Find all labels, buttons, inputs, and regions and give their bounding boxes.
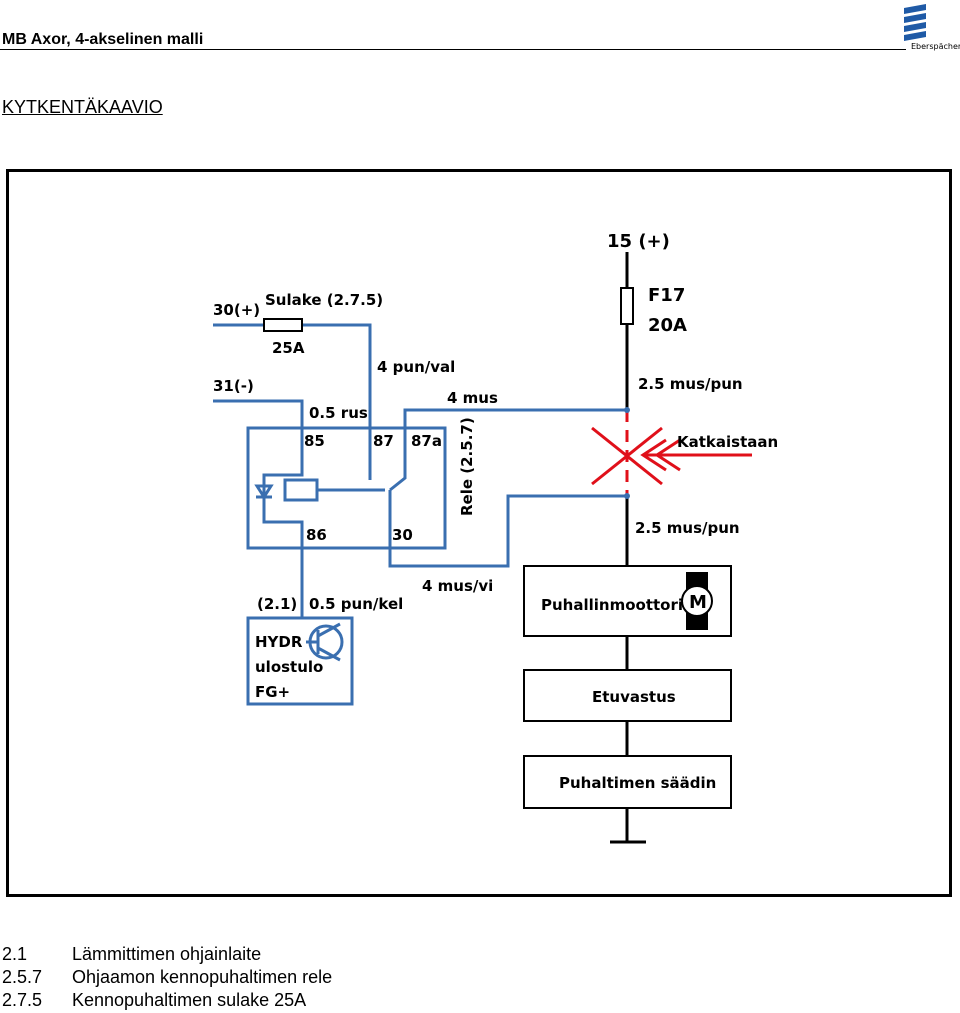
label-ground-31: 31(-) [213, 377, 254, 395]
cut-marker [591, 410, 752, 496]
motor-box-label: Puhallinmoottori [541, 596, 683, 614]
legend-row: 2.7.5 Kennopuhaltimen sulake 25A [2, 990, 306, 1011]
wire-4punval [302, 323, 372, 452]
legend-row: 2.1 Lämmittimen ohjainlaite [2, 944, 261, 965]
legend-row: 2.5.7 Ohjaamon kennopuhaltimen rele [2, 967, 332, 988]
label-wire-05rus: 0.5 rus [309, 404, 368, 422]
resistor-box-label: Etuvastus [592, 688, 676, 706]
label-fuse-f17-rating: 20A [648, 315, 687, 336]
logo-text: Eberspächer [911, 42, 960, 51]
label-pin-86: 86 [306, 526, 327, 544]
label-fuse-sulake-rating: 25A [272, 339, 305, 357]
motor-symbol-label: M [689, 592, 707, 613]
wire-4musvi [388, 494, 627, 568]
legend-code: 2.7.5 [2, 990, 43, 1010]
label-pin-87: 87 [373, 432, 394, 450]
label-wire-4punval: 4 pun/val [377, 358, 455, 376]
resistor-box [523, 669, 732, 722]
relay-switch-contact [389, 452, 407, 492]
legend-code: 2.5.7 [2, 967, 43, 987]
label-pin-30: 30 [392, 526, 413, 544]
relay-box [246, 426, 447, 550]
legend-text: Ohjaamon kennopuhaltimen rele [72, 967, 333, 987]
legend-text: Lämmittimen ohjainlaite [72, 944, 262, 964]
hydr-label-line2: ulostulo [255, 658, 323, 676]
label-ref-21: (2.1) [257, 595, 297, 613]
header-divider [0, 49, 906, 50]
label-wire-4musvi: 4 mus/vi [422, 577, 493, 595]
relay-coil [283, 478, 319, 502]
hydr-label-line3: FG+ [255, 683, 290, 701]
diode-icon [254, 484, 274, 500]
wire-31-ground [213, 399, 304, 452]
controller-box [523, 755, 732, 809]
label-wire-bottom: 2.5 mus/pun [635, 519, 740, 537]
label-fuse-sulake: Sulake (2.7.5) [265, 291, 383, 309]
eberspacher-logo: Eberspächer [904, 4, 960, 51]
label-wire-top: 2.5 mus/pun [638, 375, 743, 393]
hydr-box [246, 616, 354, 706]
legend-text: Kennopuhaltimen sulake 25A [72, 990, 307, 1010]
label-wire-05punkel: 0.5 pun/kel [309, 595, 403, 613]
fuse-sulake-symbol [263, 318, 303, 332]
document-header-title: MB Axor, 4-akselinen malli [2, 31, 204, 48]
label-relay: Rele (2.5.7) [458, 417, 476, 516]
hydr-label-line1: HYDR [255, 633, 303, 651]
fuse-f17-symbol [620, 287, 634, 325]
label-pin-85: 85 [304, 432, 325, 450]
label-pin-87a: 87a [411, 432, 442, 450]
label-supply-15: 15 (+) [607, 231, 670, 252]
label-supply-30: 30(+) [213, 301, 260, 319]
label-fuse-f17: F17 [648, 285, 685, 306]
motor-icon [681, 585, 713, 617]
controller-box-label: Puhaltimen säädin [559, 774, 716, 792]
label-cut: Katkaistaan [677, 433, 778, 451]
section-title: KYTKENTÄKAAVIO [2, 97, 163, 117]
diagram-frame [6, 169, 952, 897]
wire-4mus [403, 408, 627, 452]
legend-code: 2.1 [2, 944, 28, 964]
label-wire-4mus: 4 mus [447, 389, 498, 407]
